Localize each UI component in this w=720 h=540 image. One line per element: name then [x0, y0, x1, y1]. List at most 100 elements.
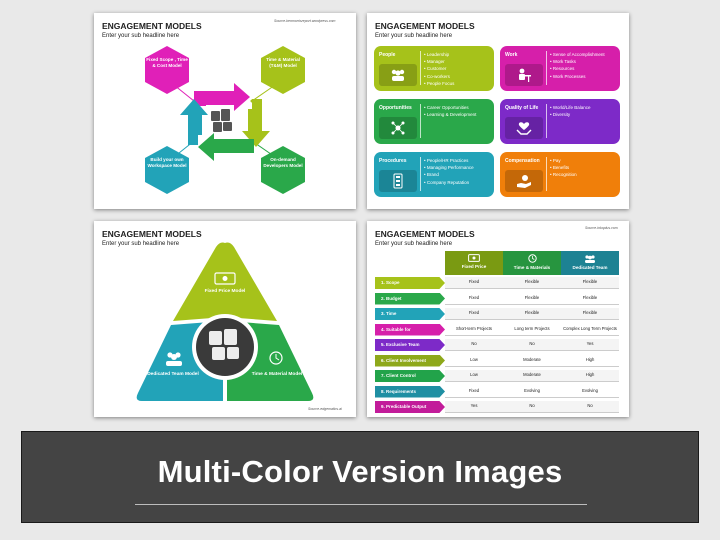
care-hands-icon: [505, 117, 543, 139]
people-group-icon: [379, 64, 417, 86]
money-icon: [468, 254, 480, 262]
row-label: 1. Scope: [375, 277, 445, 289]
row-label: 5. Exclusive Team: [375, 339, 445, 351]
slide-thumbnail-cycle[interactable]: ENGAGEMENT MODELS Enter your sub headlin…: [94, 13, 356, 209]
card-people: People Leadership Manager Customer Co-wo…: [374, 46, 494, 91]
slide-thumbnail-comparison-table[interactable]: ENGAGEMENT MODELS Enter your sub headlin…: [367, 221, 629, 417]
banner-title: Multi-Color Version Images: [157, 454, 563, 489]
triangle-diagram: [136, 242, 314, 401]
card-quality-of-life: Quality of Life World/Life Balance Diver…: [500, 99, 620, 144]
clock-icon: [527, 254, 537, 263]
table-cell: Moderate: [503, 370, 561, 382]
card-title: Quality of Life: [505, 105, 539, 111]
row-label: 8. Requirements: [375, 385, 445, 398]
table-cell: Low: [445, 370, 503, 382]
table-cell: Low: [445, 354, 503, 367]
hexagon-label-on-demand: On-demand Developers Model: [263, 157, 303, 168]
slide-thumbnail-triangle[interactable]: ENGAGEMENT MODELS Enter your sub headlin…: [94, 221, 356, 417]
hexagon-time-material: [261, 46, 305, 94]
table-cell: Fixed: [445, 277, 503, 289]
table-cell: High: [561, 354, 619, 367]
row-label: 7. Client Control: [375, 370, 445, 382]
hexagon-label-workspace: Build your own Workspace Model: [147, 157, 187, 168]
row-label: 6. Client Involvement: [375, 354, 445, 367]
table-cell: Yes: [445, 401, 503, 413]
slide-title: ENGAGEMENT MODELS: [375, 21, 475, 31]
card-title: Opportunities: [379, 105, 412, 111]
table-cell: High: [561, 370, 619, 382]
money-icon: [214, 272, 236, 285]
clock-icon: [269, 351, 283, 365]
table-cell: Flexible: [503, 308, 561, 320]
triangle-segment-fixed-price: [173, 242, 277, 321]
card-title: Work: [505, 52, 518, 58]
card-list: Career Opportunities Learning & Developm…: [424, 104, 477, 118]
row-label: 9. Predictable Output: [375, 401, 445, 413]
hexagon-on-demand: [261, 146, 305, 194]
slide-subtitle: Enter your sub headline here: [102, 33, 180, 39]
card-list: Pay Benefits Recognition: [550, 157, 577, 179]
table-cell: Yes: [561, 339, 619, 351]
segment-label-dedicated-team: Dedicated Team Model: [147, 372, 199, 377]
table-cell: Flexible: [561, 308, 619, 320]
row-label: 3. Time: [375, 308, 445, 320]
card-title: Compensation: [505, 158, 540, 164]
card-list: Sense of Accomplishment Work Tasks Resou…: [550, 51, 605, 80]
table-header-dedicated-team: Dedicated Team: [561, 251, 619, 275]
slide-subtitle: Enter your sub headline here: [102, 241, 180, 247]
table-cell: No: [503, 401, 561, 413]
table-cell: Flexible: [503, 277, 561, 289]
handshake-icon: [211, 109, 232, 132]
card-opportunities: Opportunities Career Opportunities Learn…: [374, 99, 494, 144]
table-header-fixed-price: Fixed Price: [445, 251, 503, 275]
card-title: Procedures: [379, 158, 407, 164]
card-title: People: [379, 52, 396, 58]
hexagon-workspace: [145, 146, 189, 194]
table-cell: Fixed: [445, 308, 503, 320]
table-cell: Fixed: [445, 385, 503, 398]
table-cell: Evolving: [561, 385, 619, 398]
hexagon-fixed-scope: [145, 46, 189, 94]
table-cell: Complex Long Term Projects: [561, 323, 619, 336]
table-cell: Fixed: [445, 292, 503, 305]
card-list: World/Life Balance Diversity: [550, 104, 591, 118]
caption-banner: Multi-Color Version Images: [21, 431, 699, 523]
segment-label-fixed-price: Fixed Price Model: [204, 289, 246, 294]
table-cell: Flexible: [503, 292, 561, 305]
table-cell: Moderate: [503, 354, 561, 367]
row-label: 2. Budget: [375, 292, 445, 305]
handshake-icon: [209, 329, 239, 360]
desk-worker-icon: [505, 64, 543, 86]
hand-coin-icon: [505, 170, 543, 192]
table-cell: No: [445, 339, 503, 351]
banner-divider: [135, 504, 587, 505]
card-procedures: Procedures People/HR Practices Managing …: [374, 152, 494, 197]
card-list: Leadership Manager Customer Co-workers P…: [424, 51, 455, 87]
flowchart-icon: [379, 170, 417, 192]
cycle-diagram: [145, 46, 305, 194]
table-cell: Flexible: [561, 277, 619, 289]
table-cell: No: [561, 401, 619, 413]
table-header-time-materials: Time & Materials: [503, 251, 561, 275]
slide-subtitle: Enter your sub headline here: [375, 33, 453, 39]
network-icon: [379, 117, 417, 139]
team-icon: [166, 352, 182, 366]
table-cell: Flexible: [561, 292, 619, 305]
slide-source: Source-edgematics.ai: [308, 407, 342, 411]
slide-subtitle: Enter your sub headline here: [375, 241, 453, 247]
hexagon-label-fixed-scope: Fixed Scope , Time & Cost Model: [146, 57, 188, 68]
table-cell: Short-term Projects: [445, 323, 503, 336]
hexagon-label-time-material: Time & Material (T&M) Model: [266, 57, 300, 68]
table-cell: Evolving: [503, 385, 561, 398]
slide-source: Source-kenmorrisreport.wordpress.com: [274, 19, 336, 23]
row-label: 4. Suitable for: [375, 323, 445, 336]
slide-thumbnail-cards[interactable]: ENGAGEMENT MODELS Enter your sub headlin…: [367, 13, 629, 209]
